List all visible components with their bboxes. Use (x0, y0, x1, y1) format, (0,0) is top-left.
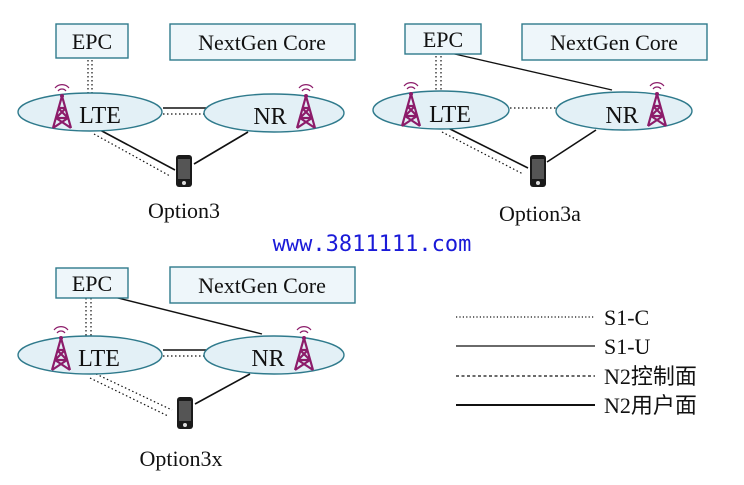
option3x-lte-phone-dotted-2 (89, 377, 169, 417)
option3-lte-phone-dotted (93, 133, 171, 177)
option3-nextgen-box (169, 23, 356, 61)
option3-epc-label: EPC (72, 29, 112, 54)
legend-label-n2c: N2控制面 (604, 364, 697, 389)
option3x-group: EPC NextGen Core LTE NR Option3x (17, 266, 356, 471)
option3-caption: Option3 (148, 198, 220, 223)
option3a-lte-cell (372, 90, 510, 130)
option3a-nextgen-label: NextGen Core (550, 30, 678, 55)
option3x-nr-cell (203, 335, 345, 375)
option3-nextgen-label: NextGen Core (198, 30, 326, 55)
option3-nr-phone (193, 131, 249, 165)
option3a-nr-phone (546, 129, 597, 163)
option3a-epc-label: EPC (423, 27, 463, 52)
legend-label-n2u: N2用户面 (604, 393, 697, 418)
option3x-nextgen-box (169, 266, 356, 304)
legend: S1-C S1-U N2控制面 N2用户面 (456, 305, 697, 418)
option3a-epc-nr-s1u (445, 51, 613, 91)
option3x-epc-box (55, 267, 129, 299)
option3a-lte-phone-solid (447, 127, 529, 169)
option3a-lte-label: LTE (429, 102, 471, 128)
option3-epc-box (55, 23, 129, 59)
watermark: www.3811111.com (273, 232, 472, 257)
option3a-nextgen-box (521, 23, 708, 61)
option3a-epc-box (404, 23, 482, 55)
option3x-phone-icon (177, 397, 193, 429)
option3-lte-label: LTE (79, 103, 121, 129)
legend-label-s1u: S1-U (604, 334, 651, 359)
option3x-epc-label: EPC (72, 271, 112, 296)
option3a-phone-icon (530, 155, 546, 187)
option3x-nr-phone (194, 373, 251, 405)
option3x-lte-label: LTE (78, 346, 120, 372)
option3a-caption: Option3a (499, 201, 581, 226)
option3-nr-label: NR (253, 104, 286, 130)
option3x-epc-nr-s1u (109, 295, 263, 335)
option3a-lte-phone-dotted (441, 131, 524, 175)
option3-lte-phone-solid (99, 129, 176, 171)
option3x-nr-label: NR (251, 346, 284, 372)
option3x-nextgen-label: NextGen Core (198, 273, 326, 298)
option3a-nr-label: NR (605, 103, 638, 129)
option3-group: EPC NextGen Core LTE NR Option3 (17, 23, 356, 223)
option3x-caption: Option3x (139, 446, 222, 471)
option3a-group: EPC NextGen Core LTE NR Option3a (372, 23, 708, 226)
legend-label-s1c: S1-C (604, 305, 649, 330)
option3x-lte-phone-dotted (95, 373, 173, 411)
option3-phone-icon (176, 155, 192, 187)
